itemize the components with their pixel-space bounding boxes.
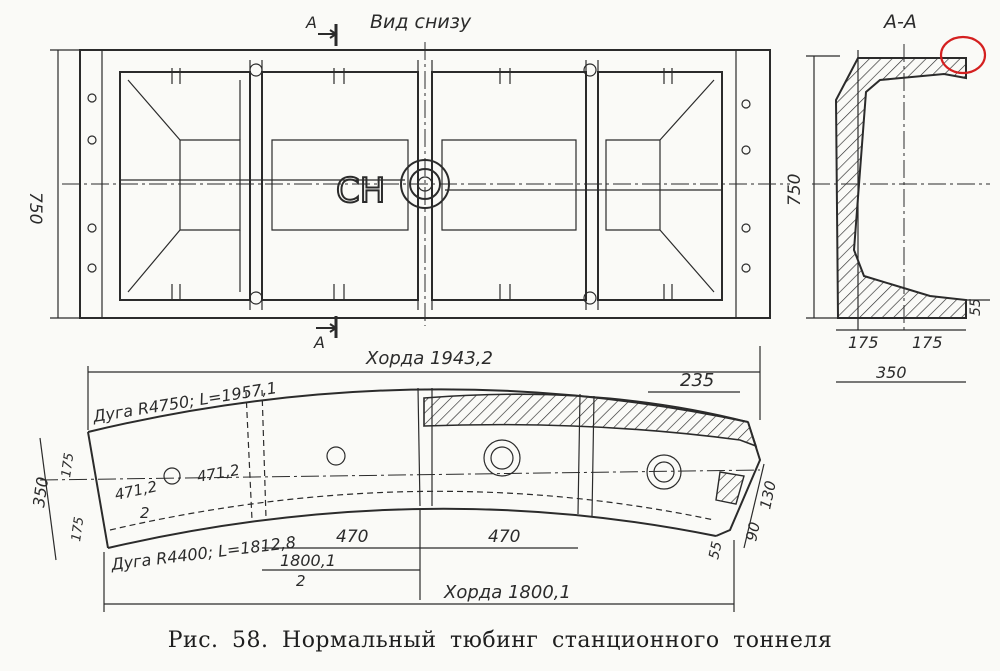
dim-1800: 1800,1	[280, 551, 336, 570]
bottom-view-title: Вид снизу	[370, 11, 472, 33]
chord-bottom-label: Хорда 1800,1	[443, 582, 571, 603]
inner-arc	[107, 507, 717, 549]
flange-dim-label: 55	[968, 298, 984, 316]
pocket-outer-3	[431, 71, 587, 301]
chord-top-label: Хорда 1943,2	[365, 348, 493, 369]
lifting-bosses	[171, 63, 673, 305]
side-ribs	[245, 387, 595, 521]
section-a-a: А-А 750 55 175 175 350	[785, 11, 990, 383]
section-marker-top: А	[305, 13, 317, 32]
dim-235: 235	[680, 370, 714, 391]
section-title: А-А	[882, 11, 917, 33]
dim-4712b: 471,2	[196, 461, 241, 486]
dim-470b: 470	[488, 527, 520, 547]
dim-90: 90	[742, 520, 764, 542]
figure-caption: Рис. 58. Нормальный тюбинг станционного …	[167, 628, 833, 653]
dim-470a: 470	[336, 527, 368, 547]
width-right-label: 175	[912, 333, 943, 352]
bottom-view: Вид снизу А А 750	[25, 11, 790, 352]
side-view: Хорда 1943,2 Дуга R4750; L=1957,1 Дуга R…	[29, 346, 780, 612]
center-mark-label: СН	[336, 171, 385, 211]
pocket-outer-1	[119, 71, 251, 301]
dim-350: 350	[29, 476, 52, 509]
side-holes	[163, 439, 682, 490]
dim-2b: 2	[296, 572, 306, 590]
dim-2a: 2	[140, 504, 150, 522]
section-arrow-top	[318, 29, 338, 39]
dim-175b: 175	[69, 516, 87, 543]
width-left-label: 175	[848, 333, 879, 352]
section-height-label: 750	[785, 174, 805, 206]
dim-130: 130	[756, 479, 780, 511]
dim-55: 55	[706, 540, 725, 561]
left-end-face	[87, 431, 109, 549]
section-marker-bottom: А	[313, 333, 325, 352]
inner-arc-label: Дуга R4400; L=1812,8	[109, 532, 297, 574]
flange-bolt-holes	[87, 93, 751, 273]
section-profile	[834, 57, 967, 319]
dim-175a: 175	[59, 452, 77, 479]
side-section-hatch	[423, 393, 758, 448]
height-dim-label: 750	[25, 192, 45, 224]
stiffening-ribs	[120, 60, 722, 310]
dim-4712a: 471,2	[113, 477, 159, 504]
red-highlight-circle	[939, 35, 987, 75]
section-arrow-bottom	[316, 323, 338, 333]
pocket-inner-frames	[127, 79, 715, 293]
total-width-label: 350	[876, 363, 907, 382]
